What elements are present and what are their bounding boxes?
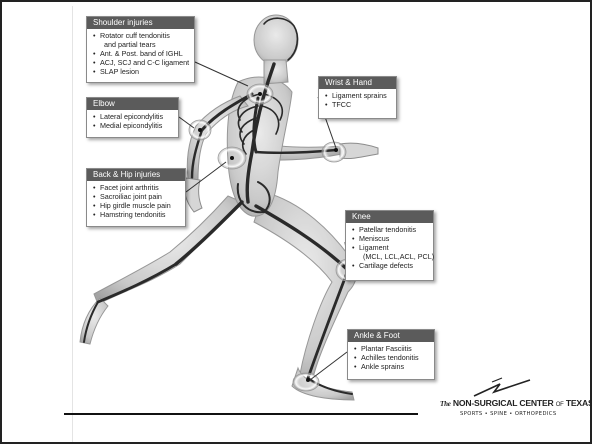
callout-item-continuation: and partial tears xyxy=(93,40,190,49)
callout-item: Patellar tendonitis xyxy=(352,225,429,234)
callout-knee: Knee Patellar tendonitis Meniscus Ligame… xyxy=(345,210,434,281)
callout-title: Shoulder injuries xyxy=(87,17,194,29)
callout-back-hip-injuries: Back & Hip injuries Facet joint arthriti… xyxy=(86,168,186,227)
callout-shoulder-injuries: Shoulder injuries Rotator cuff tendoniti… xyxy=(86,16,195,83)
callout-list: Patellar tendonitis Meniscus Ligament (M… xyxy=(346,225,433,270)
callout-item: Medial epicondylitis xyxy=(93,121,174,130)
callout-item: ACJ, SCJ and C-C ligament xyxy=(93,58,190,67)
logo-tagline: SPORTS • SPINE • ORTHOPEDICS xyxy=(460,411,557,417)
callout-list: Lateral epicondylitis Medial epicondylit… xyxy=(87,112,178,130)
callout-wrist-hand: Wrist & Hand Ligament sprains TFCC xyxy=(318,76,397,119)
callout-list: Plantar Fasciitis Achilles tendonitis An… xyxy=(348,344,434,371)
callout-item-continuation: (MCL, LCL,ACL, PCL) xyxy=(352,252,429,261)
callout-item: Hip girdle muscle pain xyxy=(93,201,181,210)
callout-item: SLAP lesion xyxy=(93,67,190,76)
callout-title: Back & Hip injuries xyxy=(87,169,185,181)
callout-item: Rotator cuff tendonitis xyxy=(93,31,190,40)
logo-name: The NON-SURGICAL CENTER OF TEXAS xyxy=(440,398,592,408)
callout-item: Achilles tendonitis xyxy=(354,353,430,362)
callout-list: Facet joint arthritis Sacroiliac joint p… xyxy=(87,183,185,219)
callout-item: Hamstring tendonitis xyxy=(93,210,181,219)
callout-elbow: Elbow Lateral epicondylitis Medial epico… xyxy=(86,97,179,138)
callout-title: Knee xyxy=(346,211,433,223)
callout-list: Rotator cuff tendonitis and partial tear… xyxy=(87,31,194,76)
callout-item: Ligament sprains xyxy=(325,91,392,100)
clinic-logo: The NON-SURGICAL CENTER OF TEXAS SPORTS … xyxy=(438,376,574,426)
callout-item: Lateral epicondylitis xyxy=(93,112,174,121)
callout-item: Facet joint arthritis xyxy=(93,183,181,192)
callout-item: Meniscus xyxy=(352,234,429,243)
callout-item: Ligament xyxy=(352,243,429,252)
callout-title: Elbow xyxy=(87,98,178,110)
callout-item: Cartilage defects xyxy=(352,261,429,270)
callout-ankle-foot: Ankle & Foot Plantar Fasciitis Achilles … xyxy=(347,329,435,380)
callout-item: TFCC xyxy=(325,100,392,109)
callout-item: Plantar Fasciitis xyxy=(354,344,430,353)
callout-list: Ligament sprains TFCC xyxy=(319,91,396,109)
callout-title: Ankle & Foot xyxy=(348,330,434,342)
callout-item: Ant. & Post. band of IGHL xyxy=(93,49,190,58)
callout-title: Wrist & Hand xyxy=(319,77,396,89)
callout-item: Ankle sprains xyxy=(354,362,430,371)
logo-swoosh-icon xyxy=(472,376,532,398)
callout-item: Sacroiliac joint pain xyxy=(93,192,181,201)
footer-rule xyxy=(64,413,418,415)
